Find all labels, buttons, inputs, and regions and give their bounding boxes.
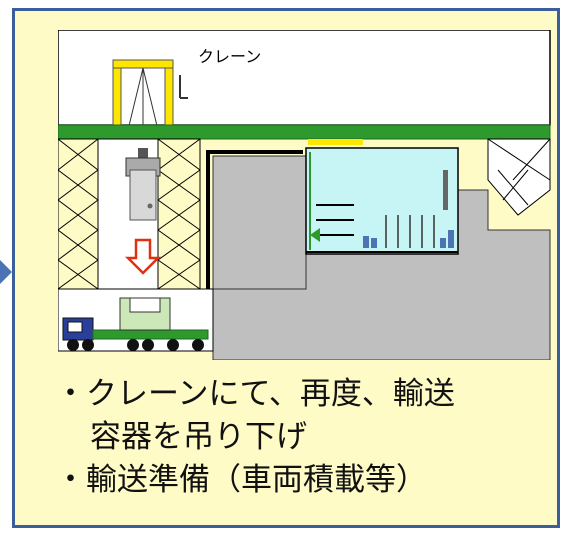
- transport-cask: [125, 148, 161, 221]
- transfer-pipe: [206, 150, 303, 289]
- step-description: ・クレーンにて、再度、輸送 容器を吊り下げ ・輸送準備（車両積載等）: [55, 373, 555, 502]
- pool-gate: [308, 139, 363, 145]
- operating-floor-beam: [58, 124, 551, 140]
- crane-room: [58, 30, 551, 126]
- down-arrow: [124, 238, 162, 275]
- transport-truck: [62, 297, 209, 351]
- bullet-2: ・輸送準備（車両積載等）: [55, 462, 427, 498]
- crane-label: クレーン: [198, 47, 261, 66]
- crane: [112, 59, 188, 160]
- facility-diagram: クレーン: [58, 30, 551, 360]
- bullet-1-line-2: 容器を吊り下げ: [90, 419, 307, 455]
- spent-fuel-pool: [305, 147, 459, 255]
- flow-arrow-tip: [0, 260, 12, 284]
- left-shaft: [58, 138, 201, 290]
- bullet-1-line-1: ・クレーンにて、再度、輸送: [55, 376, 455, 412]
- right-structure: [487, 138, 551, 216]
